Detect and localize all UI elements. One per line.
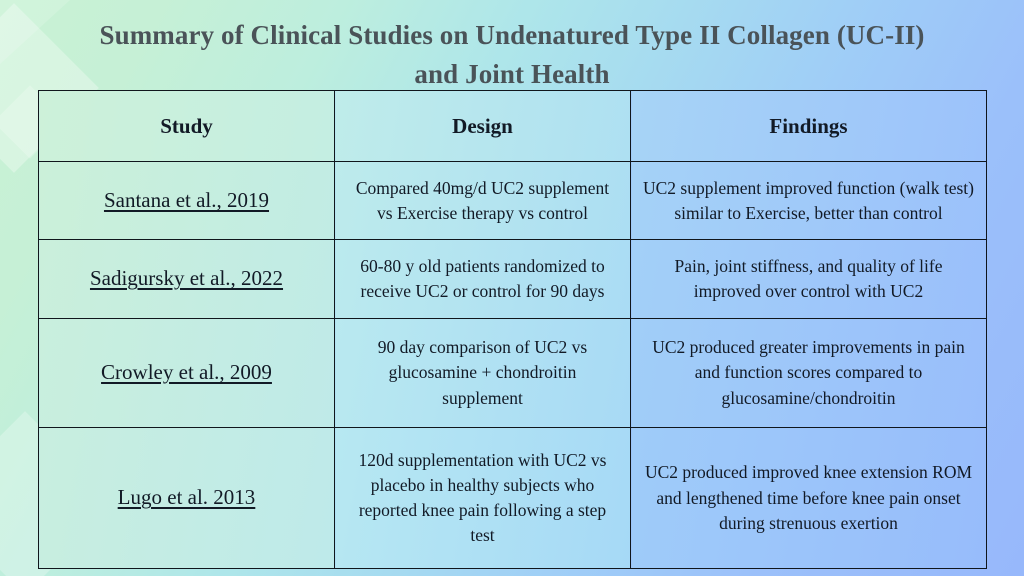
decorative-triangle-top-left: [0, 0, 70, 64]
cell-findings: UC2 supplement improved function (walk t…: [630, 160, 987, 241]
cell-study: Sadigursky et al., 2022: [38, 239, 335, 319]
column-header-design: Design: [334, 90, 631, 162]
studies-table-container: Study Design Findings Santana et al., 20…: [38, 90, 987, 569]
table-body: Santana et al., 2019 Compared 40mg/d UC2…: [38, 160, 987, 569]
slide-title-line-1: Summary of Clinical Studies on Undenatur…: [99, 20, 925, 50]
cell-design: 90 day comparison of UC2 vs glucosamine …: [334, 317, 631, 429]
cell-design: Compared 40mg/d UC2 supplement vs Exerci…: [334, 160, 631, 241]
table-header: Study Design Findings: [38, 90, 987, 162]
study-citation: Crowley et al., 2009: [101, 360, 272, 385]
table-row: Crowley et al., 2009 90 day comparison o…: [38, 317, 987, 429]
slide-title: Summary of Clinical Studies on Undenatur…: [62, 16, 962, 95]
cell-findings: Pain, joint stiffness, and quality of li…: [630, 239, 987, 319]
cell-design: 120d supplementation with UC2 vs placebo…: [334, 427, 631, 569]
table-row: Santana et al., 2019 Compared 40mg/d UC2…: [38, 160, 987, 241]
cell-study: Lugo et al. 2013: [38, 427, 335, 569]
table-row: Sadigursky et al., 2022 60-80 y old pati…: [38, 239, 987, 319]
slide-title-line-2: and Joint Health: [414, 59, 610, 90]
cell-study: Santana et al., 2019: [38, 160, 335, 241]
study-citation: Sadigursky et al., 2022: [89, 266, 284, 291]
column-header-findings: Findings: [630, 90, 987, 162]
cell-design: 60-80 y old patients randomized to recei…: [334, 239, 631, 319]
studies-table: Study Design Findings Santana et al., 20…: [38, 90, 987, 569]
study-citation: Santana et al., 2019: [103, 188, 270, 213]
cell-findings: UC2 produced greater improvements in pai…: [630, 317, 987, 429]
cell-study: Crowley et al., 2009: [38, 317, 335, 429]
column-header-study: Study: [38, 90, 335, 162]
table-row: Lugo et al. 2013 120d supplementation wi…: [38, 427, 987, 569]
cell-findings: UC2 produced improved knee extension ROM…: [630, 427, 987, 569]
study-citation: Lugo et al. 2013: [117, 485, 256, 510]
table-header-row: Study Design Findings: [38, 90, 987, 162]
